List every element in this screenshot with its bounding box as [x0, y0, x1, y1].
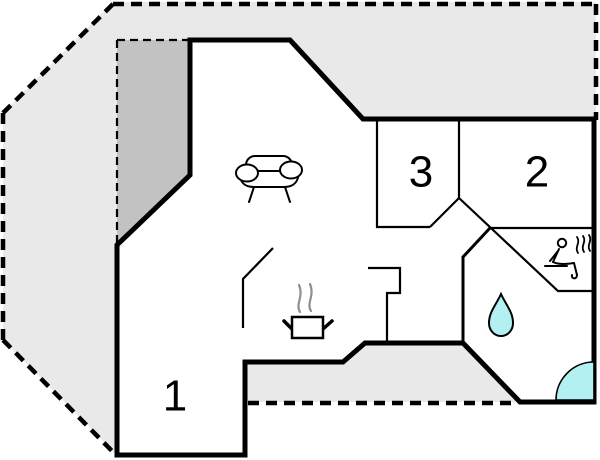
- stove-pot-icon: [282, 282, 334, 340]
- room-2-label: 2: [525, 148, 549, 197]
- carport-boundary-dashed: [115, 38, 190, 243]
- room-3-label: 3: [409, 148, 433, 197]
- bathroom-left-wall: [461, 226, 492, 343]
- living-divider-wall: [241, 247, 274, 328]
- hall-left-diagonal-wall: [429, 197, 460, 228]
- plot-boundary-left-lower: [1, 338, 115, 454]
- interior-walls: [241, 119, 594, 343]
- kitchen-counter-wall: [368, 266, 402, 342]
- sofa-icon: [235, 155, 303, 203]
- carport-area: [117, 40, 190, 245]
- sauna-icon: [544, 234, 592, 280]
- room-3-left-wall: [375, 119, 430, 229]
- water-drop-icon: [487, 291, 515, 338]
- door-swing-icon: [555, 361, 595, 401]
- plot-boundary-left-upper: [1, 2, 115, 115]
- room-1-label: 1: [163, 372, 187, 421]
- house-outline: [114, 37, 597, 458]
